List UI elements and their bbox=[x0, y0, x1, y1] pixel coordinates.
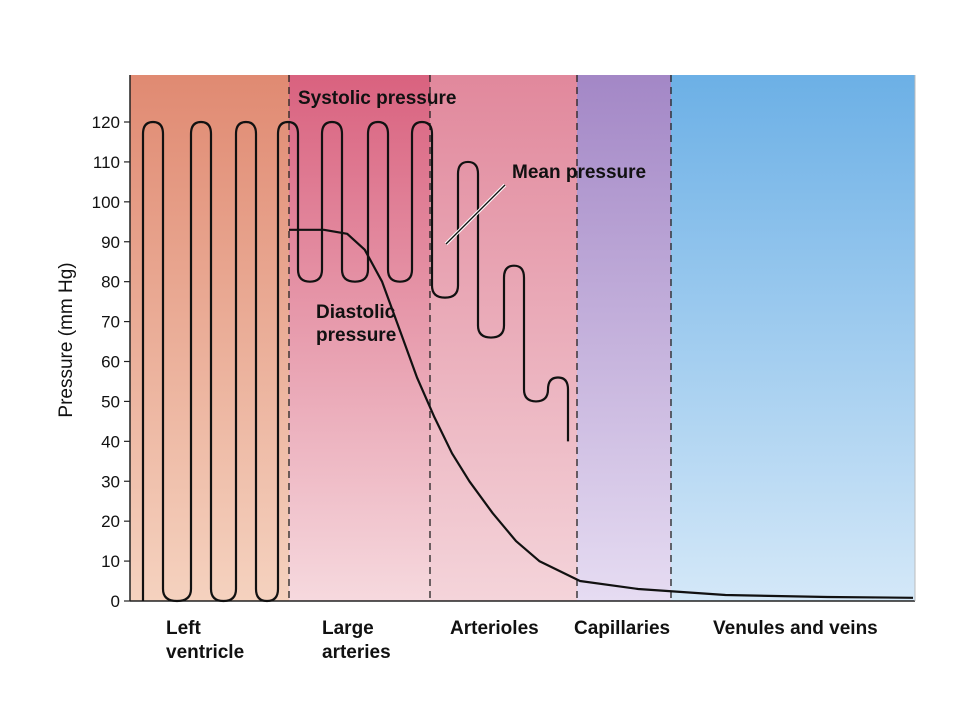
series-mean-pressure bbox=[289, 228, 914, 599]
y-tick-label: 70 bbox=[101, 313, 120, 332]
region-label-arterioles: Arterioles bbox=[450, 618, 539, 639]
region-label-left-ventricle-line2: ventricle bbox=[166, 642, 244, 663]
y-tick-label: 110 bbox=[93, 153, 120, 172]
annotation-mean: Mean pressure bbox=[512, 162, 646, 183]
annotation-diastolic-line2: pressure bbox=[316, 325, 396, 346]
region-label-venules-and-veins: Venules and veins bbox=[713, 618, 878, 639]
region-large-arteries bbox=[289, 75, 430, 601]
annotation-diastolic-line1: Diastolic bbox=[316, 302, 396, 323]
y-tick-label: 80 bbox=[101, 273, 120, 292]
region-label-large-arteries-line2: arteries bbox=[322, 642, 391, 663]
y-tick-label: 0 bbox=[111, 592, 120, 611]
mean-pressure-leader bbox=[445, 184, 506, 245]
y-axis-title: Pressure (mm Hg) bbox=[56, 262, 77, 417]
region-label-left-ventricle-line1: Left bbox=[166, 618, 202, 639]
y-tick-label: 40 bbox=[101, 432, 120, 451]
region-label-large-arteries-line1: Large bbox=[322, 618, 374, 639]
region-venules-and-veins bbox=[671, 75, 915, 601]
y-tick-label: 90 bbox=[101, 233, 120, 252]
region-capillaries bbox=[577, 75, 671, 601]
y-tick-label: 100 bbox=[92, 193, 120, 212]
region-label-capillaries: Capillaries bbox=[574, 618, 670, 639]
annotation-systolic: Systolic pressure bbox=[298, 88, 456, 109]
y-tick-label: 120 bbox=[92, 113, 120, 132]
series-pulsatile-pressure bbox=[141, 120, 570, 603]
region-arterioles bbox=[430, 75, 577, 601]
y-tick-label: 30 bbox=[101, 472, 120, 491]
region-left-ventricle bbox=[130, 75, 289, 601]
y-tick-label: 10 bbox=[101, 552, 120, 571]
y-tick-label: 50 bbox=[101, 392, 120, 411]
y-tick-label: 60 bbox=[101, 353, 120, 372]
y-tick-label: 20 bbox=[101, 512, 120, 531]
